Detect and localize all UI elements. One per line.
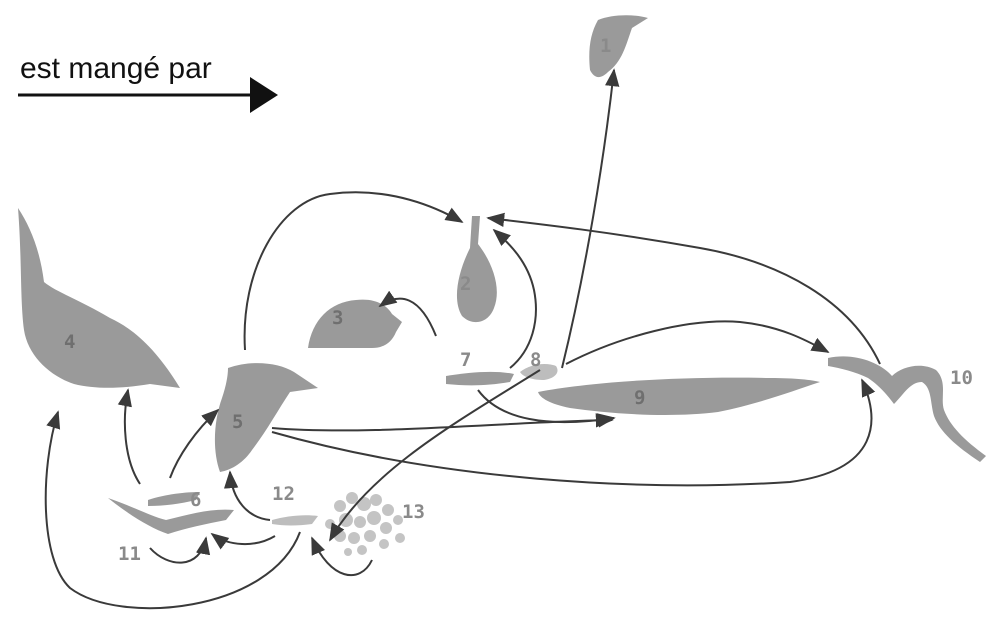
edge-10-12-long: [329, 369, 541, 542]
organism-13-silhouette: [325, 492, 405, 556]
organism-7-silhouette: [446, 371, 514, 386]
edge-12-11: [210, 532, 276, 550]
organism-11-silhouette: [108, 498, 234, 534]
node-label-12: 12: [272, 483, 295, 505]
edge-7-3: [378, 290, 437, 337]
organism-6-silhouette: [148, 492, 200, 506]
organism-3-silhouette: [308, 299, 402, 348]
edge-5-10: [271, 378, 876, 487]
node-label-2: 2: [460, 273, 471, 295]
node-label-4: 4: [64, 331, 75, 353]
edge-5-2: [243, 191, 464, 351]
edge-11-6: [149, 536, 211, 564]
node-label-6: 6: [190, 489, 201, 511]
node-label-3: 3: [332, 307, 343, 329]
edge-13-12: [311, 536, 373, 577]
legend-label: est mangé par: [20, 52, 212, 85]
organism-10-silhouette: [828, 356, 986, 462]
node-label-13: 13: [402, 501, 425, 523]
edge-12-4: [44, 410, 301, 610]
organism-12-silhouette: [272, 515, 318, 526]
node-label-1: 1: [600, 35, 611, 57]
organism-5-silhouette: [214, 363, 318, 472]
edge-7-9: [477, 389, 616, 428]
organism-9-silhouette: [538, 377, 820, 415]
edge-6-4: [117, 388, 141, 485]
edge-12-5: [223, 470, 271, 521]
edge-8-10: [565, 320, 830, 365]
organism-4-silhouette: [18, 208, 180, 388]
organism-1-silhouette: [589, 15, 648, 78]
node-label-11: 11: [118, 543, 141, 565]
edge-6-5: [169, 408, 220, 479]
node-label-7: 7: [460, 349, 471, 371]
organism-2-silhouette: [456, 216, 497, 323]
node-label-8: 8: [530, 349, 541, 371]
node-label-10: 10: [950, 367, 973, 389]
edge-8-2: [492, 228, 537, 369]
edge-8-1: [561, 68, 620, 369]
legend-arrow: [18, 77, 278, 113]
edge-10-2: [486, 212, 881, 365]
node-label-9: 9: [634, 387, 645, 409]
node-label-5: 5: [232, 411, 243, 433]
